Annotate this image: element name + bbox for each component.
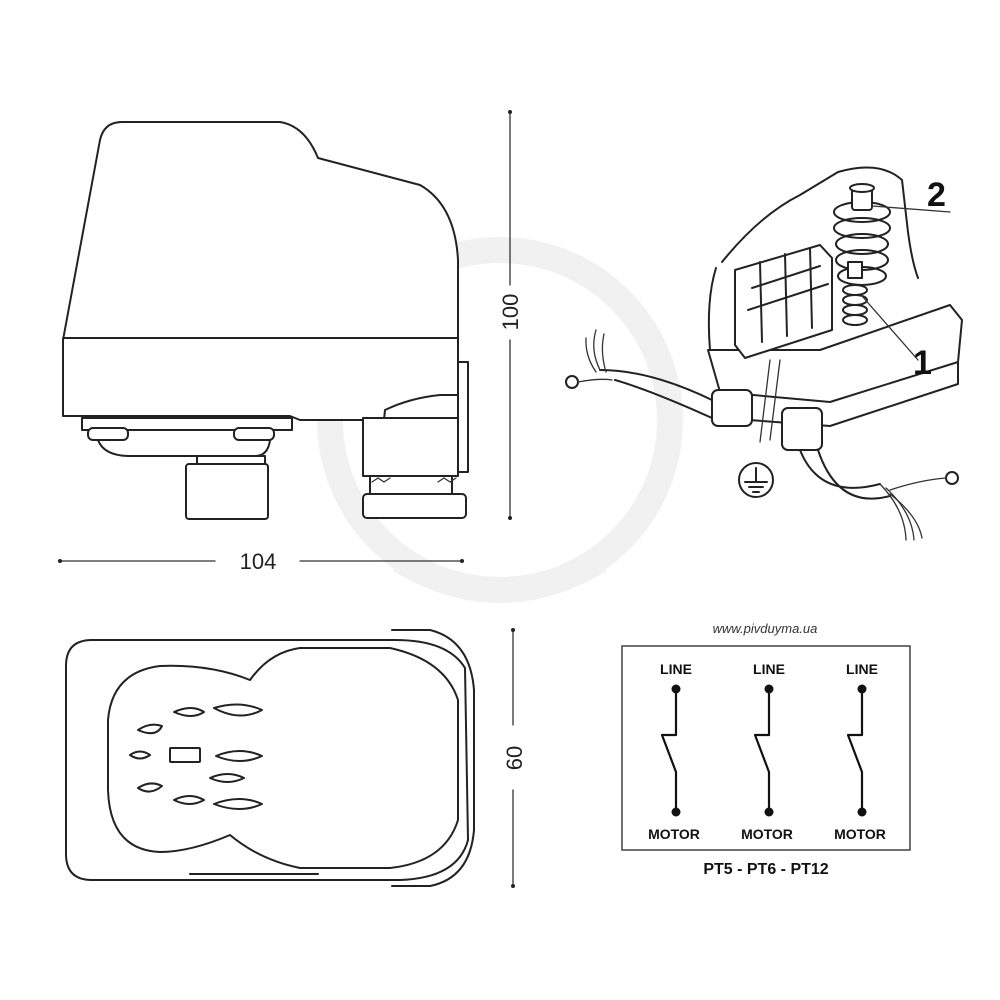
adjustment-knob bbox=[129, 703, 263, 810]
open-switch-view: 2 1 bbox=[565, 166, 963, 541]
side-view bbox=[62, 121, 469, 520]
motor-label-1: MOTOR bbox=[648, 826, 700, 842]
motor-terminal-2 bbox=[764, 807, 774, 817]
differential-spring bbox=[842, 261, 868, 326]
height-dimension: 100 bbox=[498, 110, 523, 520]
line-label-2: LINE bbox=[753, 661, 785, 677]
wiring-diagram: www.pivduyma.ua LINE MOTOR LINE MOTOR LINE MO… bbox=[621, 621, 911, 878]
motor-terminal-3 bbox=[857, 807, 867, 817]
top-view bbox=[65, 629, 475, 887]
width-value: 104 bbox=[240, 549, 277, 574]
depth-dimension: 60 bbox=[502, 628, 527, 888]
height-value: 100 bbox=[498, 294, 523, 331]
switch-contact-1 bbox=[660, 689, 678, 812]
line-label-3: LINE bbox=[846, 661, 878, 677]
switch-contact-2 bbox=[753, 689, 771, 812]
callout-1: 1 bbox=[913, 344, 932, 382]
width-dimension: 104 bbox=[58, 549, 464, 574]
website-label: www.pivduyma.ua bbox=[713, 621, 818, 636]
motor-terminal-1 bbox=[671, 807, 681, 817]
line-label-1: LINE bbox=[660, 661, 692, 677]
ground-symbol-icon bbox=[738, 462, 774, 498]
motor-label-2: MOTOR bbox=[741, 826, 793, 842]
adjustment-spring bbox=[833, 183, 891, 286]
depth-value: 60 bbox=[502, 746, 527, 770]
callout-2: 2 bbox=[927, 176, 946, 214]
models-label: PT5 - PT6 - PT12 bbox=[703, 861, 828, 878]
switch-contact-3 bbox=[846, 689, 864, 812]
motor-label-3: MOTOR bbox=[834, 826, 886, 842]
